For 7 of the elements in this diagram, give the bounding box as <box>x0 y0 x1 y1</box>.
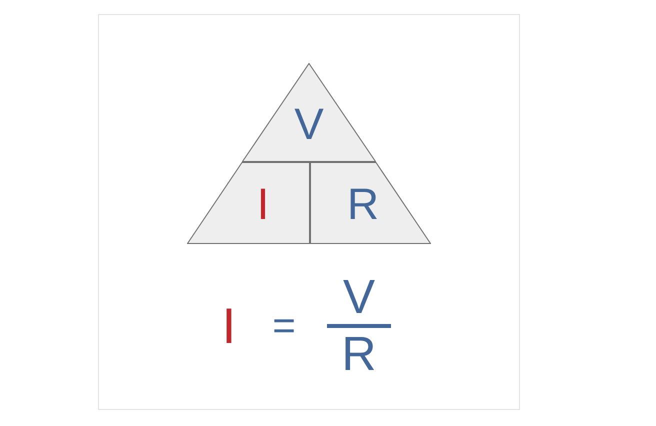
variable-letter: R <box>347 183 379 227</box>
variable-letter: V <box>294 103 324 147</box>
formula-symbol: = <box>272 306 296 346</box>
variable-letter: I <box>256 183 270 227</box>
formula-symbol: R <box>342 331 376 379</box>
formula-symbol: V <box>343 274 375 322</box>
formula-symbol: I <box>222 301 236 351</box>
